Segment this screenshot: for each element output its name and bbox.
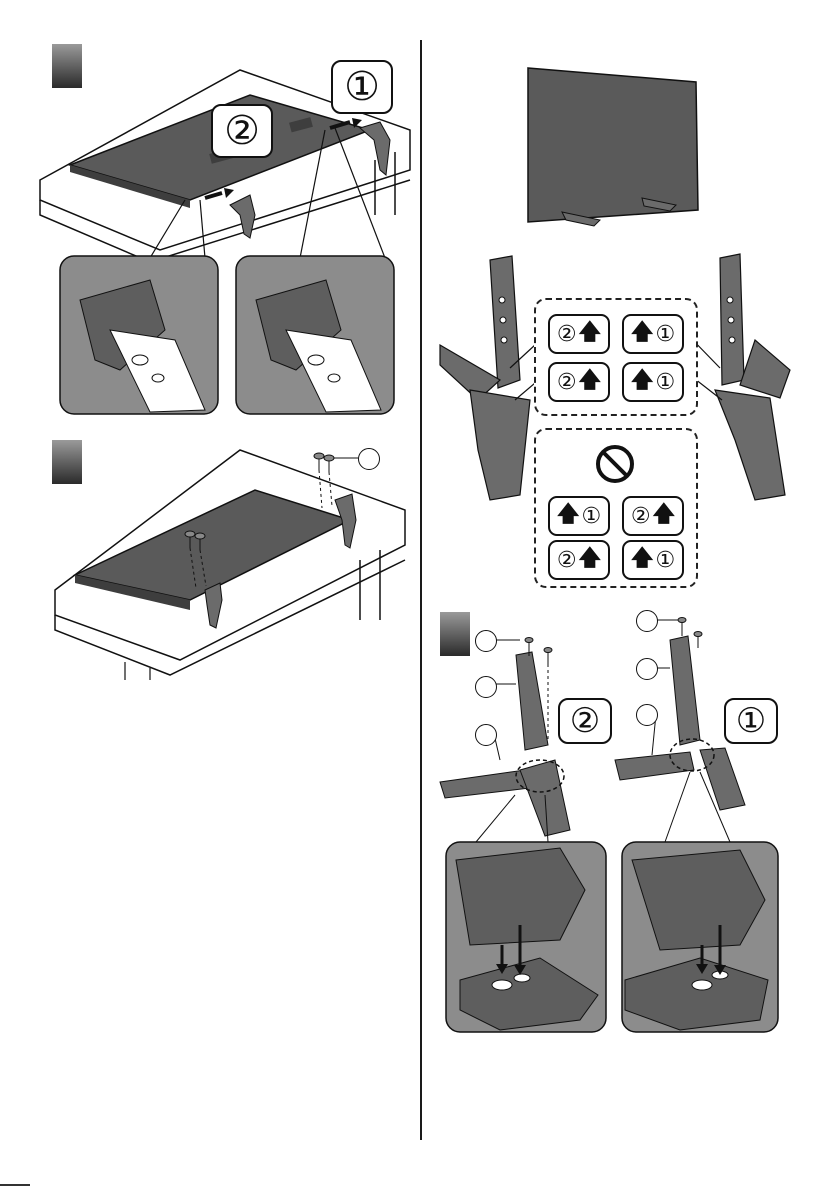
part-label-circle [636, 658, 658, 680]
part-label-circle [475, 724, 497, 746]
step-c-callout-2: ② [558, 698, 612, 744]
step-c-callout-1: ① [724, 698, 778, 744]
part-label-circle [475, 676, 497, 698]
part-label-circle [475, 630, 497, 652]
page-edge-mark [0, 1184, 30, 1186]
part-label-circle [636, 610, 658, 632]
part-label-circle [636, 704, 658, 726]
callout-number: ② [570, 701, 600, 741]
callout-number: ① [736, 701, 766, 741]
